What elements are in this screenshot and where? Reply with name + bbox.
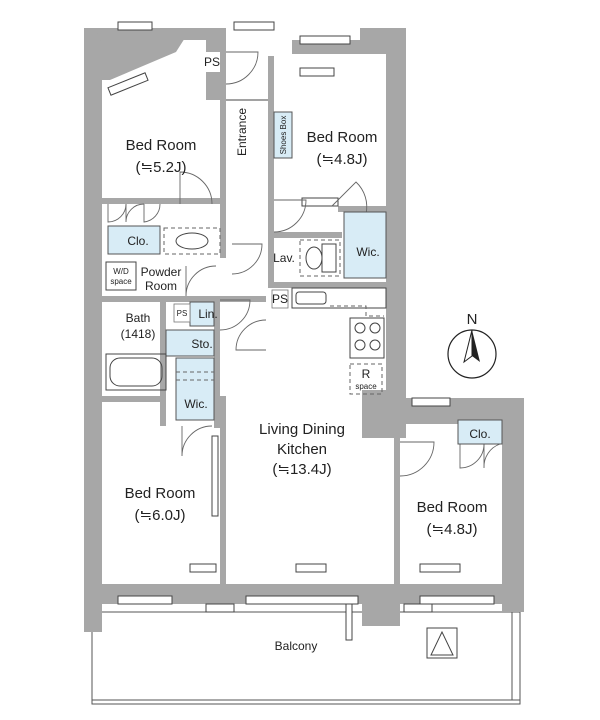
bedroom-ne-size: (≒4.8J) — [317, 151, 368, 168]
bathtub-icon — [105, 353, 167, 391]
storage — [165, 329, 215, 357]
closet-nw — [107, 225, 161, 255]
closet-se — [457, 419, 503, 445]
linen-label: Lin. — [198, 307, 217, 321]
storage-label: Sto. — [191, 337, 212, 351]
ps-bath — [173, 303, 191, 323]
stove-icon — [354, 322, 381, 351]
lavatory-label: Lav. — [273, 251, 295, 265]
refrigerator-space — [349, 363, 383, 395]
washer-label-1: W/D — [113, 267, 129, 276]
bath-line1: Bath — [126, 311, 151, 325]
wic-sw-label: Wic. — [184, 397, 207, 411]
ps-mid-label: PS — [272, 292, 288, 306]
closet-nw-label: Clo. — [127, 234, 148, 248]
ps-top — [204, 52, 220, 72]
entrance-label: Entrance — [235, 108, 249, 156]
ldk-line1: Living Dining — [259, 421, 345, 438]
bath-line2: (1418) — [121, 327, 156, 341]
doors — [107, 51, 501, 477]
fridge-label-2: space — [355, 382, 377, 391]
north-compass-icon — [447, 329, 497, 379]
ps-bath-label: PS — [177, 309, 188, 318]
washer-label-2: space — [110, 277, 132, 286]
washer-space — [105, 261, 137, 291]
kitchen-counter — [291, 287, 387, 359]
ldk-line2: Kitchen — [277, 441, 327, 458]
wic-ne — [343, 211, 387, 279]
shoes-box — [273, 111, 293, 159]
powder-room-line1: Powder — [141, 265, 182, 279]
bedroom-se-size: (≒4.8J) — [427, 521, 478, 538]
bedroom-sw-size: (≒6.0J) — [135, 507, 186, 524]
bedroom-ne-name: Bed Room — [307, 129, 378, 146]
wic-sw — [175, 357, 215, 421]
bedroom-se-name: Bed Room — [417, 499, 488, 516]
ps-mid — [271, 289, 289, 309]
closet-se-label: Clo. — [469, 427, 490, 441]
bedroom-sw-name: Bed Room — [125, 485, 196, 502]
powder-room-line2: Room — [145, 279, 177, 293]
ldk-size: (≒13.4J) — [272, 461, 331, 478]
ps-top-label: PS — [204, 55, 220, 69]
fridge-label-1: R — [362, 367, 371, 381]
interior-walls — [102, 28, 400, 586]
windows — [107, 21, 495, 613]
balcony-hatch-icon — [426, 627, 458, 659]
wic-ne-label: Wic. — [356, 245, 379, 259]
balcony-label: Balcony — [275, 639, 318, 653]
bedroom-nw-name: Bed Room — [126, 137, 197, 154]
lavatory — [299, 239, 341, 277]
shoes-box-label: Shoes Box — [279, 116, 288, 155]
bedroom-nw-size: (≒5.2J) — [136, 159, 187, 176]
powder-sink — [163, 227, 221, 255]
compass-north-label: N — [467, 311, 478, 328]
balcony-divider — [345, 603, 353, 641]
